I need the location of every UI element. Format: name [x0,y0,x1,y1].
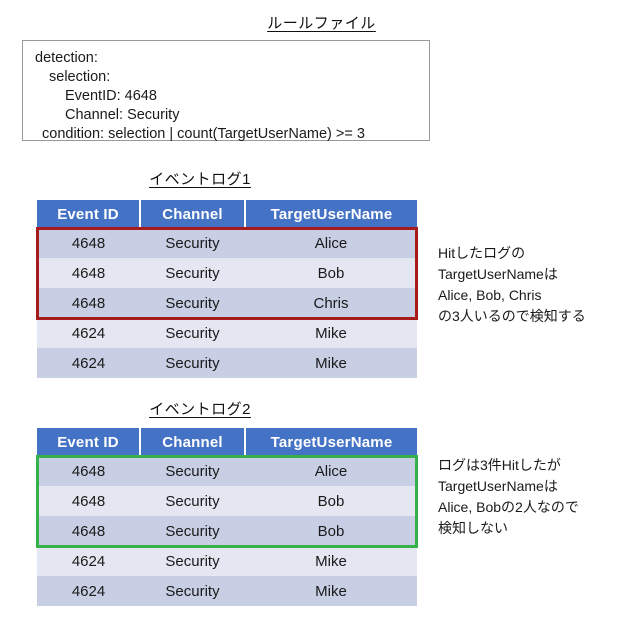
cell-target-user-name: Mike [245,576,417,606]
annotation-log-2-line-2: TargetUserNameは [438,478,558,494]
column-header-target-user-name: TargetUserName [245,200,417,228]
event-log-2-title-text: イベントログ2 [149,401,251,418]
cell-event-id: 4648 [37,516,140,546]
table-row: 4624 Security Mike [37,318,417,348]
cell-event-id: 4624 [37,318,140,348]
column-header-channel: Channel [140,428,246,456]
column-header-event-id: Event ID [37,200,141,228]
table-header-row: Event ID Channel TargetUserName [37,428,417,456]
rule-file-title-text: ルールファイル [267,15,376,32]
cell-channel: Security [140,228,245,258]
annotation-log-2-line-1: ログは3件Hitしたが [438,457,561,473]
cell-target-user-name: Bob [245,486,417,516]
column-header-event-id: Event ID [37,428,141,456]
table-row: 4648 Security Chris [37,288,417,318]
table-row: 4624 Security Mike [37,546,417,576]
cell-channel: Security [140,486,245,516]
annotation-log-1-line-1: Hitしたログの [438,245,526,261]
cell-channel: Security [140,546,245,576]
table-row: 4648 Security Bob [37,486,417,516]
event-log-1-table: Event ID Channel TargetUserName 4648 Sec… [37,200,417,378]
cell-event-id: 4648 [37,456,140,486]
rule-line-detection: detection: [35,50,98,66]
cell-channel: Security [140,288,245,318]
table-row: 4624 Security Mike [37,348,417,378]
annotation-log-2-line-4: 検知しない [438,520,508,536]
table-row: 4648 Security Alice [37,456,417,486]
column-header-target-user-name: TargetUserName [245,428,417,456]
rule-file-title: ルールファイル [0,14,643,34]
event-log-2-title: イベントログ2 [0,400,400,420]
cell-channel: Security [140,318,245,348]
cell-target-user-name: Mike [245,348,417,378]
cell-event-id: 4648 [37,228,140,258]
table-row: 4648 Security Bob [37,516,417,546]
cell-target-user-name: Alice [245,456,417,486]
rule-file-box: detection: selection: EventID: 4648 Chan… [22,40,430,142]
cell-event-id: 4624 [37,576,140,606]
cell-target-user-name: Chris [245,288,417,318]
rule-line-condition: condition: selection | count(TargetUserN… [42,126,365,142]
rule-line-eventid: EventID: 4648 [65,88,157,104]
cell-channel: Security [140,576,245,606]
cell-target-user-name: Bob [245,258,417,288]
cell-channel: Security [140,456,245,486]
cell-channel: Security [140,258,245,288]
annotation-log-1-line-2: TargetUserNameは [438,266,558,282]
rule-line-channel: Channel: Security [65,107,180,123]
annotation-log-1: Hitしたログの TargetUserNameは Alice, Bob, Chr… [438,243,638,327]
cell-channel: Security [140,516,245,546]
cell-event-id: 4648 [37,288,140,318]
cell-target-user-name: Alice [245,228,417,258]
cell-channel: Security [140,348,245,378]
annotation-log-1-line-3: Alice, Bob, Chris [438,287,542,303]
table-row: 4648 Security Alice [37,228,417,258]
cell-event-id: 4624 [37,546,140,576]
cell-target-user-name: Mike [245,546,417,576]
annotation-log-1-line-4: の3人いるので検知する [438,308,586,324]
event-log-2-table: Event ID Channel TargetUserName 4648 Sec… [37,428,417,606]
annotation-log-2: ログは3件Hitしたが TargetUserNameは Alice, Bobの2… [438,455,638,539]
event-log-1-title: イベントログ1 [0,170,400,190]
cell-event-id: 4624 [37,348,140,378]
rule-line-selection: selection: [49,69,111,85]
table-row: 4648 Security Bob [37,258,417,288]
cell-target-user-name: Bob [245,516,417,546]
cell-event-id: 4648 [37,486,140,516]
table-header-row: Event ID Channel TargetUserName [37,200,417,228]
event-log-1-title-text: イベントログ1 [149,171,251,188]
cell-event-id: 4648 [37,258,140,288]
cell-target-user-name: Mike [245,318,417,348]
column-header-channel: Channel [140,200,246,228]
table-row: 4624 Security Mike [37,576,417,606]
annotation-log-2-line-3: Alice, Bobの2人なので [438,499,579,515]
